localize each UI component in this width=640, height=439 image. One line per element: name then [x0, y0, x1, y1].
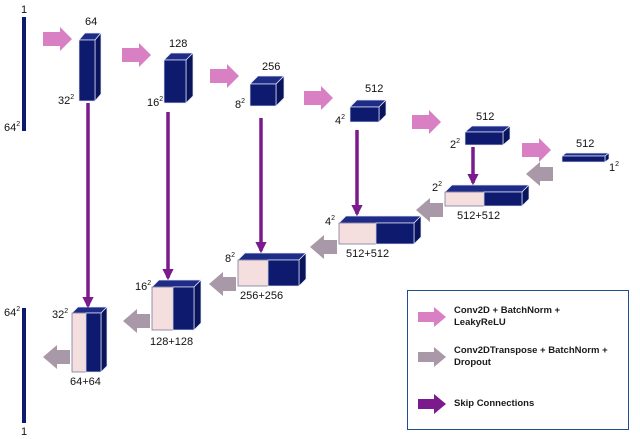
conv-arrow-5 [412, 110, 441, 134]
deconv-arrow-3 [209, 272, 236, 296]
encoder-block-1 [78, 32, 102, 102]
conv-arrow-6 [522, 138, 551, 162]
deconv-arrow-6 [526, 162, 553, 186]
decoder-block-5 [444, 184, 530, 207]
output-image-bar [22, 308, 26, 423]
deconv-arrow-1 [43, 345, 70, 369]
encoder-2-channels: 128 [169, 38, 187, 50]
legend-item-conv: Conv2D + BatchNorm + LeakyReLU [416, 305, 614, 329]
encoder-2-res: 162 [147, 96, 163, 109]
encoder-block-3 [249, 75, 285, 107]
decoder-block-1 [71, 306, 108, 373]
decoder-3-res: 82 [225, 252, 235, 265]
encoder-4-channels: 512 [365, 83, 383, 95]
decoder-4-res: 42 [325, 215, 335, 228]
input-res-label: 642 [4, 121, 20, 134]
legend-item-skip: Skip Connections [416, 393, 614, 415]
encoder-3-res: 82 [235, 98, 245, 111]
legend-conv-label: Conv2D + BatchNorm + LeakyReLU [454, 305, 561, 328]
decoder-2-channels: 128+128 [150, 336, 193, 348]
conv-arrow-4 [304, 86, 333, 110]
purple-right-arrow-icon [418, 394, 446, 414]
conv-arrow-1 [43, 27, 72, 51]
legend-item-deconv: Conv2DTranspose + BatchNorm + Dropout [416, 345, 614, 369]
encoder-block-4 [349, 99, 387, 123]
output-height-label: 1 [21, 426, 27, 438]
decoder-5-channels: 512+512 [457, 210, 500, 222]
conv-arrow-2 [122, 43, 151, 67]
encoder-block-2 [163, 52, 194, 104]
encoder-1-res: 322 [58, 94, 74, 107]
decoder-3-channels: 256+256 [240, 290, 283, 302]
deconv-arrow-4 [310, 235, 337, 259]
decoder-1-channels: 64+64 [70, 376, 101, 388]
legend-deconv-label: Conv2DTranspose + BatchNorm + Dropout [454, 345, 608, 368]
encoder-3-channels: 256 [262, 61, 280, 73]
decoder-4-channels: 512+512 [346, 248, 389, 260]
encoder-6-res: 12 [609, 161, 619, 174]
decoder-block-3 [237, 252, 307, 287]
gray-left-arrow-icon [418, 347, 446, 367]
input-height-label: 1 [21, 4, 27, 16]
decoder-1-res: 322 [52, 308, 68, 321]
encoder-block-6 [560, 152, 611, 163]
pink-right-arrow-icon [418, 307, 446, 327]
encoder-block-5 [464, 125, 511, 146]
deconv-arrow-2 [123, 309, 150, 333]
legend-box: Conv2D + BatchNorm + LeakyReLU Conv2DTra… [407, 290, 629, 430]
encoder-1-channels: 64 [85, 16, 97, 28]
conv-arrow-3 [210, 64, 239, 88]
decoder-block-2 [151, 279, 202, 331]
encoder-5-res: 22 [450, 138, 460, 151]
encoder-4-res: 42 [335, 114, 345, 127]
decoder-5-res: 22 [432, 181, 442, 194]
encoder-5-channels: 512 [476, 111, 494, 123]
encoder-6-channels: 512 [576, 138, 594, 150]
decoder-2-res: 162 [135, 280, 151, 293]
input-image-bar [22, 17, 26, 131]
output-res-label: 642 [4, 306, 20, 319]
legend-skip-label: Skip Connections [454, 398, 535, 409]
deconv-arrow-5 [416, 198, 443, 222]
decoder-block-4 [338, 215, 422, 245]
